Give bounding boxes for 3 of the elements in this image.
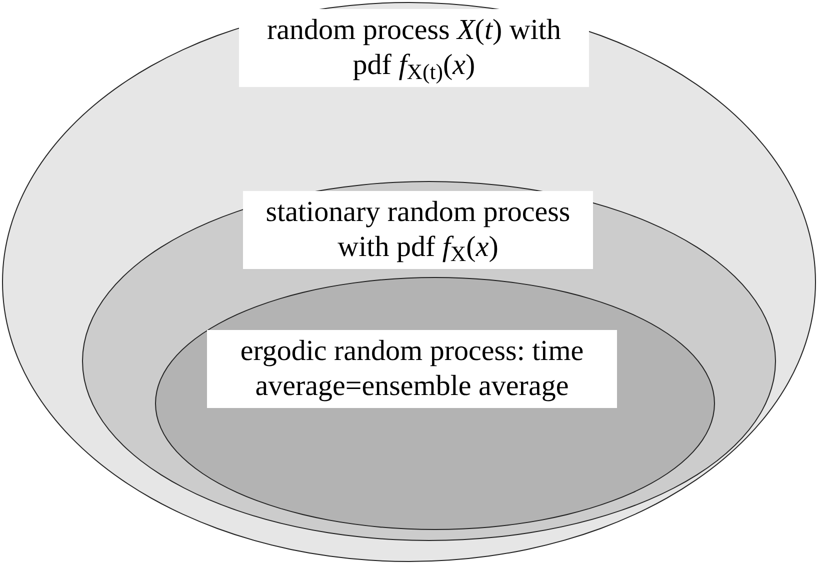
text-label: random process X(t) with pdf f$_{X(t)}$(x) bbox=[239, 9, 589, 87]
text-label: stationary random process with pdf f$_{X}$(x) bbox=[243, 191, 593, 269]
text-label: ergodic random process: time average=ensemble average bbox=[207, 330, 617, 408]
